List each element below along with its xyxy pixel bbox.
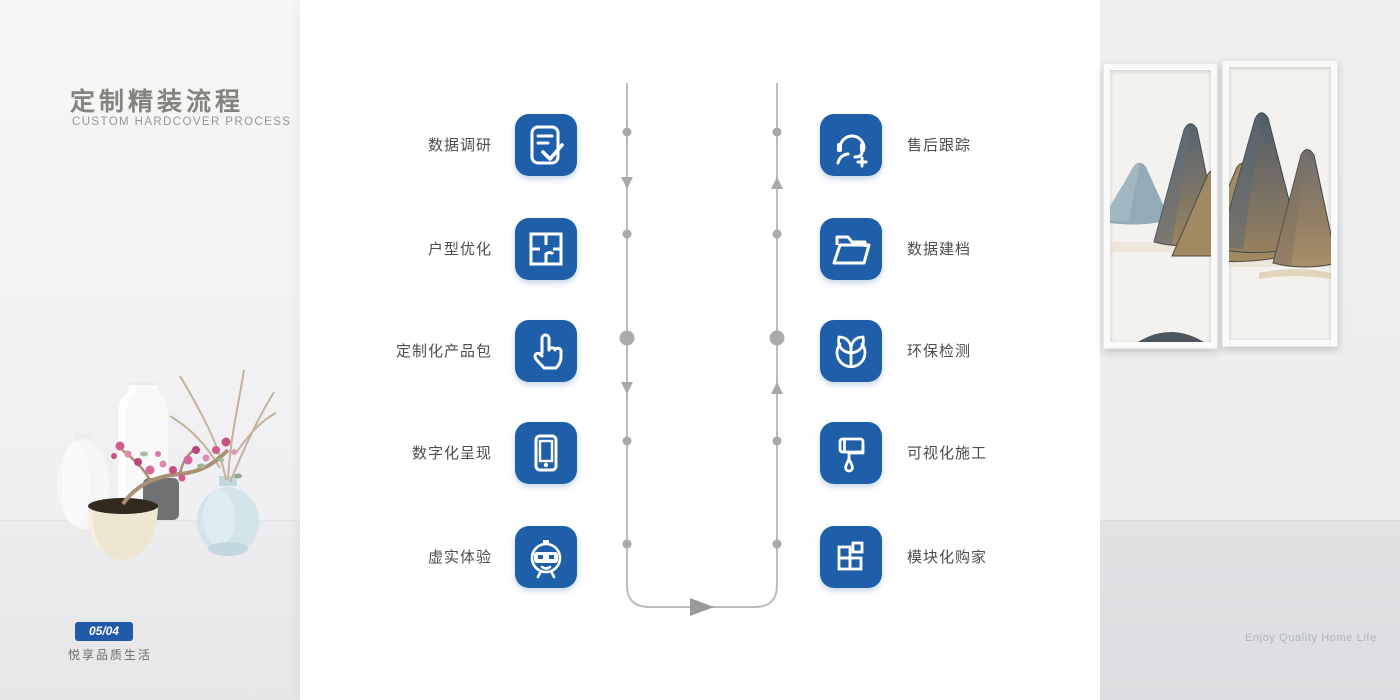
blue-vase	[197, 476, 259, 556]
hand-pointer-icon	[515, 320, 577, 382]
step-label: 环保检测	[907, 342, 972, 360]
arrow-down-icon	[621, 382, 633, 394]
folder-icon	[820, 218, 882, 280]
paint-roller-icon	[820, 422, 882, 484]
main-page	[300, 0, 1100, 700]
step-label: 虚实体验	[427, 548, 492, 566]
tagline: 悦享品质生活	[68, 648, 153, 662]
left-floor	[0, 520, 300, 700]
modular-blocks-icon	[820, 526, 882, 588]
step-label: 数字化呈现	[411, 444, 492, 462]
flow-arrow-right-icon	[690, 598, 714, 616]
page-subtitle: CUSTOM HARDCOVER PROCESS	[72, 116, 292, 128]
arrow-down-icon	[621, 177, 633, 189]
vr-headset-icon	[515, 526, 577, 588]
eco-leaves-icon	[820, 320, 882, 382]
flow-node-dots	[619, 127, 785, 549]
page-number-badge: 05/04	[75, 622, 133, 641]
step-label: 数据建档	[907, 240, 972, 258]
pink-blossoms	[111, 437, 237, 482]
step-label: 户型优化	[427, 240, 492, 258]
step-label: 数据调研	[427, 136, 492, 154]
arrow-up-icon	[771, 382, 783, 394]
right-panel	[1100, 0, 1400, 700]
vases-still-life-image	[57, 369, 277, 561]
arrow-up-icon	[771, 177, 783, 189]
mountain-painting-left	[1110, 123, 1211, 342]
step-label: 可视化施工	[907, 444, 988, 462]
picture-frame-left	[1103, 63, 1218, 349]
page-title: 定制精装流程	[70, 87, 245, 116]
smartphone-icon	[515, 422, 577, 484]
green-leaves	[140, 451, 242, 479]
right-floor	[1100, 520, 1400, 700]
step-label: 售后跟踪	[907, 136, 972, 154]
floor-plan-icon	[515, 218, 577, 280]
dry-branches	[169, 369, 277, 483]
caption-text: Enjoy Quality Home Life	[1245, 632, 1377, 644]
step-label: 定制化产品包	[395, 342, 492, 360]
flow-connector	[619, 83, 785, 616]
document-check-icon	[515, 114, 577, 176]
bonsai-bowl	[88, 498, 158, 561]
support-agent-plus-icon	[820, 114, 882, 176]
left-panel: 定制精装流程 CUSTOM HARDCOVER PROCESS	[0, 0, 300, 700]
picture-frame-right	[1222, 60, 1338, 347]
step-label: 模块化购家	[907, 548, 988, 566]
mountain-painting-right	[1229, 112, 1331, 279]
